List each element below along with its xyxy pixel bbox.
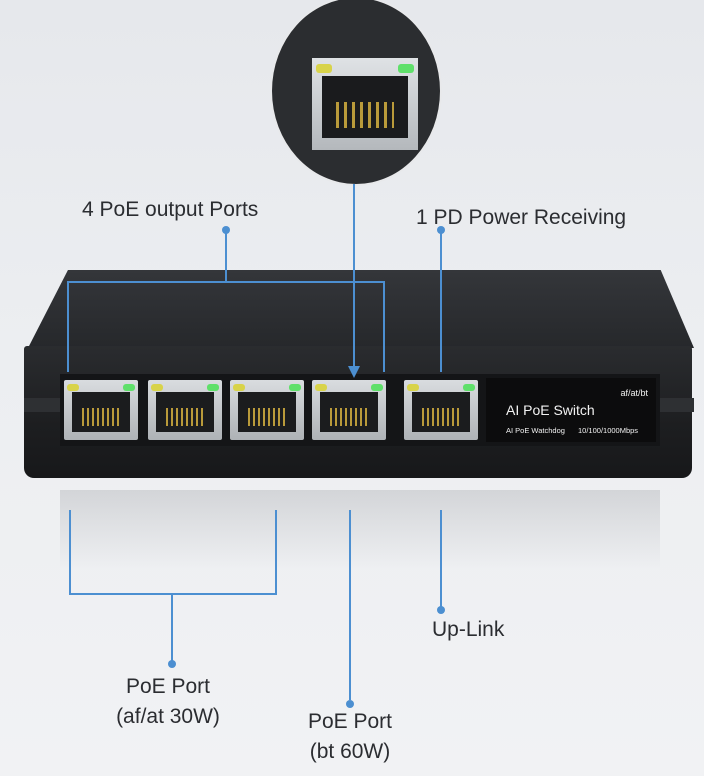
- activity-led: [123, 384, 135, 391]
- pd-power-receiving-label: 1 PD Power Receiving: [416, 206, 627, 229]
- switch-reflection: [60, 490, 660, 570]
- callout-dot: [346, 700, 354, 708]
- callout-dot: [168, 660, 176, 668]
- feature-text: AI PoE Watchdog: [506, 426, 565, 435]
- device-name: AI PoE Switch: [506, 402, 595, 418]
- callout-dot: [222, 226, 230, 234]
- activity-led: [371, 384, 383, 391]
- poe-port-2: [148, 380, 222, 440]
- activity-led: [463, 384, 475, 391]
- activity-led: [398, 64, 414, 73]
- device-nameplate: af/at/bt AI PoE Switch AI PoE Watchdog 1…: [486, 378, 656, 442]
- poe-port-4: [312, 380, 386, 440]
- magnified-port-view: [270, 0, 442, 186]
- uplink-port: [404, 380, 478, 440]
- activity-led: [207, 384, 219, 391]
- link-led: [151, 384, 163, 391]
- link-led: [315, 384, 327, 391]
- poe-port-60w-label-line1: PoE Port: [307, 710, 393, 733]
- link-led: [316, 64, 332, 73]
- callout-dot: [437, 226, 445, 234]
- link-led: [233, 384, 245, 391]
- link-led: [67, 384, 79, 391]
- link-led: [407, 384, 419, 391]
- activity-led: [289, 384, 301, 391]
- poe-output-ports-label: 4 PoE output Ports: [82, 198, 259, 221]
- magnified-rj45-port: [312, 58, 418, 150]
- poe-port-30w-label-line1: PoE Port: [125, 675, 211, 698]
- callout-dot: [437, 606, 445, 614]
- poe-port-1: [64, 380, 138, 440]
- poe-port-60w-label-line2: (bt 60W): [309, 740, 391, 763]
- speed-text: 10/100/1000Mbps: [578, 426, 639, 435]
- standard-text: af/at/bt: [620, 388, 648, 398]
- poe-port-30w-label-line2: (af/at 30W): [116, 705, 220, 728]
- poe-port-3: [230, 380, 304, 440]
- uplink-label: Up-Link: [432, 618, 505, 641]
